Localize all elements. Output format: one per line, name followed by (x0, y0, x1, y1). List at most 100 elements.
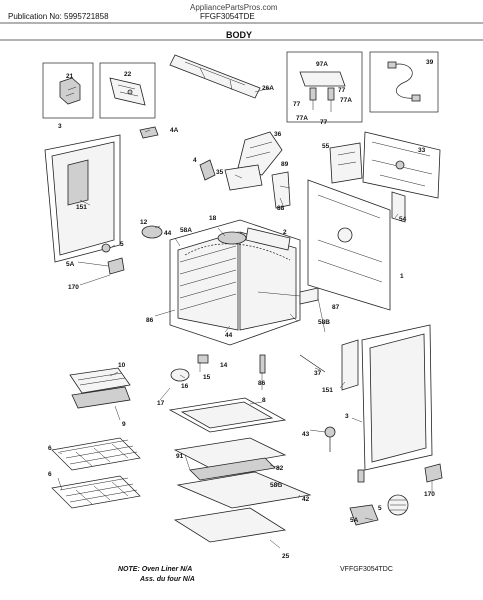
part-18-burner (217, 231, 247, 245)
label-36: 36 (274, 131, 282, 138)
label-2: 2 (283, 229, 287, 236)
part-170-bracket (424, 463, 443, 483)
part-36-burner-box (237, 131, 283, 176)
label-35: 35 (216, 169, 224, 176)
part-33-rear-panel (362, 131, 441, 199)
label-6-lower: 6 (48, 471, 52, 478)
part-6-upper-rack (51, 437, 141, 471)
part-4a-clip (139, 126, 159, 139)
label-3-left: 3 (58, 123, 62, 130)
part-5a-leveler-right (349, 504, 379, 526)
part-3-left-door (44, 134, 121, 263)
label-77-3: 77 (320, 119, 328, 126)
part-39-wire-harness (387, 61, 421, 102)
diagram-code: VFFGF3054TDC (340, 566, 393, 573)
part-3-right-door (361, 324, 433, 471)
part-21-bracket (59, 77, 81, 105)
label-10: 10 (118, 362, 126, 369)
site-name: AppliancePartsPros.com (190, 3, 278, 12)
part-box-21 (42, 62, 94, 119)
label-4: 4 (193, 157, 197, 164)
label-55: 55 (322, 143, 330, 150)
label-18: 18 (209, 215, 217, 222)
oven-body-cavity (169, 219, 301, 346)
part-14-valve (197, 354, 209, 364)
label-5-left: 5 (120, 241, 124, 248)
label-89: 89 (281, 161, 289, 168)
label-91: 91 (176, 453, 184, 460)
part-9-pan (71, 386, 131, 409)
label-33: 33 (418, 147, 426, 154)
label-97a: 97A (316, 61, 328, 68)
label-21: 21 (66, 73, 74, 80)
part-5-screw (101, 243, 111, 253)
part-6-lower-rack (51, 475, 141, 509)
label-77-2: 77 (338, 87, 346, 94)
label-4a: 4A (170, 127, 179, 134)
label-77a-1: 77A (340, 97, 352, 104)
part-10-broil-pan (69, 367, 131, 394)
part-5-screw-right (357, 469, 365, 483)
part-97a-switch (299, 71, 346, 112)
part-55-bracket (329, 142, 363, 184)
label-58g: 58G (270, 482, 282, 489)
label-42: 42 (302, 496, 310, 503)
label-86-left: 86 (146, 317, 154, 324)
diagram-title: BODY (226, 30, 253, 40)
label-1: 1 (400, 273, 404, 280)
label-54: 54 (399, 216, 407, 223)
label-12: 12 (140, 219, 148, 226)
part-5-leg (387, 494, 409, 516)
label-5a-right: 5A (350, 517, 359, 524)
part-151-bracket (341, 339, 359, 391)
label-44-upper: 44 (164, 230, 172, 237)
part-5a-leveler (107, 257, 125, 275)
part-35-bracket (224, 164, 263, 191)
label-3-right: 3 (345, 413, 349, 420)
label-88: 88 (277, 205, 285, 212)
part-4-bracket (199, 159, 216, 181)
part-box-39 (369, 51, 439, 113)
part-87-terminal (299, 287, 319, 305)
label-8: 8 (262, 397, 266, 404)
label-170-right: 170 (424, 491, 435, 498)
part-89-panel (271, 171, 291, 209)
part-25-drawer-liner (173, 507, 287, 543)
part-2-panel (245, 227, 291, 251)
label-43: 43 (302, 431, 310, 438)
part-22-bracket (109, 77, 146, 106)
label-5a-left: 5A (66, 261, 75, 268)
label-6-upper: 6 (48, 445, 52, 452)
label-39: 39 (426, 59, 434, 66)
part-37-rod (299, 354, 326, 373)
label-44-lower: 44 (225, 332, 233, 339)
part-box-22 (99, 62, 156, 119)
label-77-1: 77 (293, 101, 301, 108)
label-151-right: 151 (322, 387, 333, 394)
label-77a-2: 77A (296, 115, 308, 122)
label-170-left: 170 (68, 284, 79, 291)
leader-lines (57, 87, 433, 549)
part-1-back-panel (307, 179, 391, 311)
part-8-oven-bottom (168, 397, 287, 433)
publication-number: Publication No: 5995721858 (8, 12, 109, 21)
part-43-screw (324, 426, 336, 438)
label-151-left: 151 (76, 204, 87, 211)
label-17: 17 (157, 400, 165, 407)
label-22: 22 (124, 71, 132, 78)
part-26a-top-bracket (169, 54, 261, 99)
label-15: 15 (203, 374, 211, 381)
label-87: 87 (332, 304, 340, 311)
part-86-hinge (259, 354, 266, 374)
label-25: 25 (282, 553, 290, 560)
label-14: 14 (220, 362, 228, 369)
model-number: FFGF3054TDE (200, 12, 255, 21)
label-86-right: 86 (258, 380, 266, 387)
footer-note-french: Ass. du four N/A (140, 576, 195, 583)
part-82-bake-burner (173, 437, 287, 481)
label-82: 82 (276, 465, 284, 472)
part-54-bracket (391, 191, 406, 223)
label-5-right: 5 (378, 505, 382, 512)
